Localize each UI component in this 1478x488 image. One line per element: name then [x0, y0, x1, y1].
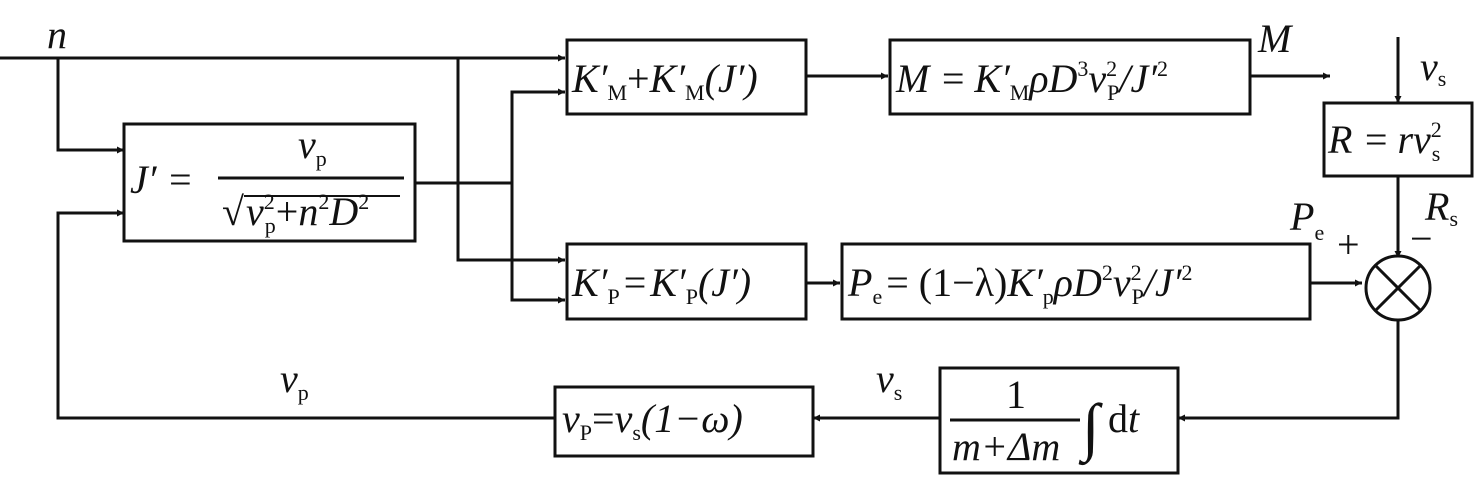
n-to-KP-line	[456, 58, 565, 264]
J-to-KP-line	[510, 183, 565, 304]
svg-text:m+Δm: m+Δm	[952, 424, 1060, 469]
Pe-label: Pe	[1289, 194, 1324, 245]
vp-formula: vP=vs(1−ω)	[562, 396, 743, 445]
Rs-label: Rs	[1424, 184, 1458, 231]
vp-feedback-line	[56, 209, 555, 420]
n-to-J-line	[56, 58, 124, 154]
signal-lines	[0, 37, 1402, 422]
KM-formula: K′M+K′M(J′)	[571, 56, 758, 105]
M-label: M	[1257, 16, 1294, 61]
KP-block	[565, 242, 808, 321]
svg-text:v2p+n2D2: v2p+n2D2	[246, 189, 369, 238]
vs-label-top: vs	[1420, 44, 1446, 91]
KP-formula: K′P=K′P(J′)	[571, 260, 751, 309]
vp-eq-block	[553, 385, 815, 458]
sum-to-integ-line	[1178, 320, 1400, 422]
svg-text:1: 1	[1006, 372, 1026, 417]
plus-sign: +	[1337, 222, 1360, 267]
svg-text:J′ =: J′ =	[130, 157, 194, 202]
Pe-eq-block	[840, 242, 1312, 321]
svg-text:vp: vp	[298, 122, 327, 171]
KM-block	[565, 38, 808, 116]
vs-bottom-label: vs	[876, 356, 902, 405]
summing-junction	[1364, 254, 1432, 322]
svg-text:dt: dt	[1108, 396, 1140, 441]
J-to-KM-line	[510, 88, 565, 183]
M-eq-block	[888, 38, 1252, 116]
R-eq-block	[1322, 101, 1474, 178]
svg-text:√: √	[222, 189, 244, 234]
integrator-formula: 1 m+Δm ∫ dt	[950, 372, 1140, 469]
minus-sign: −	[1410, 216, 1433, 261]
J-calc-block	[122, 122, 417, 243]
svg-text:∫: ∫	[1078, 391, 1103, 466]
integrator-block	[938, 366, 1180, 475]
n-label: n	[47, 12, 67, 57]
vp-feedback-label: vp	[280, 356, 309, 405]
